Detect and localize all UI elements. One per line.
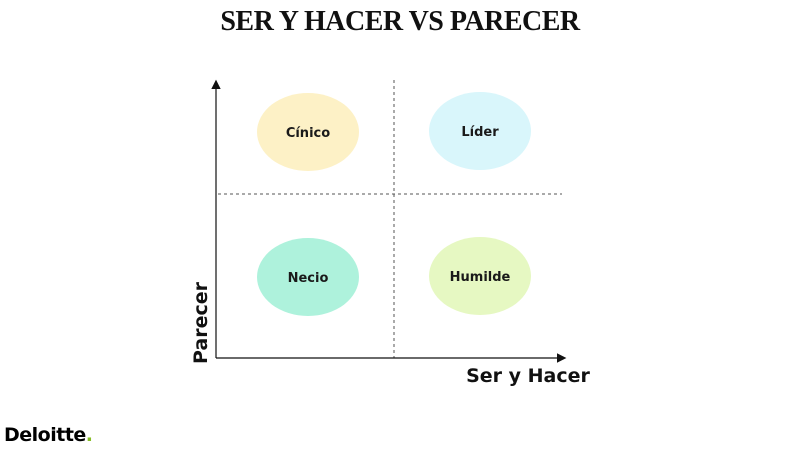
quadrant-ellipse	[429, 92, 531, 170]
y-axis-label: Parecer	[190, 281, 212, 364]
quadrant-label: Necio	[288, 271, 329, 286]
quadrant-label: Humilde	[450, 270, 511, 285]
page-title: SER Y HACER VS PARECER	[220, 6, 580, 37]
quadrant-cinico: Cínico	[257, 93, 359, 171]
quadrant-label: Cínico	[286, 126, 330, 141]
quadrant-necio: Necio	[257, 238, 359, 316]
x-axis-label: Ser y Hacer	[466, 365, 590, 387]
quadrant-humilde: Humilde	[429, 237, 531, 315]
quadrant-lider: Líder	[429, 92, 531, 170]
quadrant-ellipse	[429, 237, 531, 315]
quadrant-ellipse	[257, 93, 359, 171]
quadrant-ellipse	[257, 238, 359, 316]
brand-dot: .	[85, 424, 93, 446]
brand-logo: Deloitte.	[4, 424, 93, 446]
quadrant-label: Líder	[461, 125, 499, 140]
brand-name: Deloitte	[4, 424, 86, 446]
